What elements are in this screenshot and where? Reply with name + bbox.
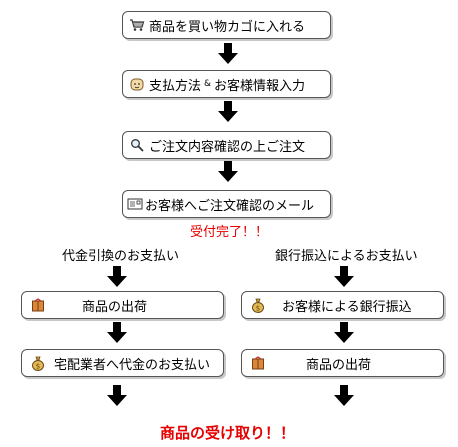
step-label: 宅配業者へ代金のお支払い [54, 357, 211, 373]
arrow-down-icon [107, 385, 127, 406]
package-icon [30, 297, 46, 313]
left-step-pay-courier: $ 宅配業者へ代金のお支払い [21, 349, 224, 377]
svg-text:$: $ [36, 362, 40, 370]
arrow-down-icon [334, 385, 354, 406]
magnifier-icon [129, 137, 145, 153]
step-payment-customer-info: 支払方法 & お客様情報入力 [122, 70, 331, 98]
money-bag-icon: $ [250, 297, 266, 313]
step-label: お客様へご注文確認のメール [145, 198, 315, 214]
step-label: 商品を買い物カゴに入れる [149, 19, 306, 35]
package-icon [250, 355, 266, 371]
money-bag-icon: $ [30, 355, 46, 371]
svg-text:$: $ [256, 304, 260, 312]
step-label: 商品の出荷 [82, 299, 148, 315]
face-icon [129, 76, 145, 92]
right-step-bank-transfer: $ お客様による銀行振込 [241, 291, 444, 319]
arrow-down-icon [334, 266, 354, 287]
arrow-down-icon [107, 322, 127, 343]
left-branch-heading: 代金引換のお支払い [62, 249, 180, 264]
arrow-down-icon [334, 322, 354, 343]
step-confirm-order: ご注文内容確認の上ご注文 [122, 131, 331, 159]
mail-icon [127, 196, 143, 212]
step-confirmation-email: お客様へご注文確認のメール [122, 190, 331, 218]
step-label: お客様による銀行振込 [282, 299, 412, 315]
right-branch-heading: 銀行振込によるお支払い [275, 249, 418, 264]
right-step-shipping: 商品の出荷 [241, 349, 444, 377]
step-label: 商品の出荷 [306, 357, 372, 373]
order-received-text: 受付完了！！ [190, 225, 269, 240]
arrow-down-icon [218, 161, 238, 182]
step-label: ご注文内容確認の上ご注文 [149, 139, 306, 155]
arrow-down-icon [107, 266, 127, 287]
step-add-to-cart: 商品を買い物カゴに入れる [122, 11, 331, 39]
arrow-down-icon [218, 43, 238, 64]
ampersand: & [204, 79, 212, 89]
left-step-shipping: 商品の出荷 [21, 291, 224, 319]
arrow-down-icon [218, 101, 238, 122]
step-label-2: お客様情報入力 [214, 78, 306, 94]
step-label: 支払方法 [149, 78, 202, 94]
cart-icon [129, 17, 145, 33]
final-receive-text: 商品の受け取り！！ [160, 424, 296, 442]
